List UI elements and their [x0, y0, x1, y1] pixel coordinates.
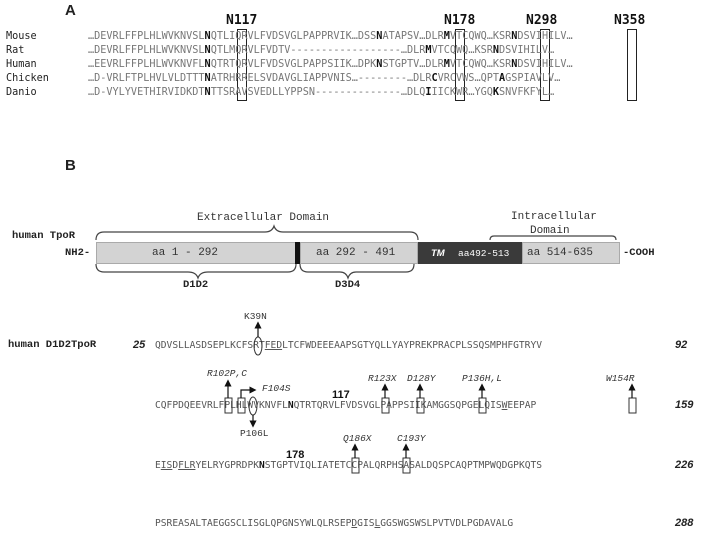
intracellular-segment — [522, 242, 620, 264]
segment-1-label: aa 1 - 292 — [152, 247, 219, 259]
panel-a-label: A — [65, 2, 76, 19]
mutation-d128y: D128Y — [407, 373, 436, 384]
n178-column-box — [455, 29, 465, 101]
sequence-line-2: CQFPDQEEVRLFPLHLWVKNVFLNQTRTQRVLFVDSVGLP… — [155, 400, 537, 411]
domain-divider — [295, 242, 300, 264]
sequence-line-1: QDVSLLASDSEPLKCFSRTFEDLTCFWDEEEAAPSGTYQL… — [155, 340, 543, 351]
n178-label: N178 — [444, 13, 476, 28]
n117-column-box — [237, 29, 247, 101]
line-3-end-number: 226 — [675, 459, 694, 471]
d3d4-segment — [300, 242, 418, 264]
species-label: Human — [6, 59, 37, 70]
mutation-p136hl: P136H,L — [462, 373, 502, 384]
n117-label: N117 — [226, 13, 258, 28]
alignment-row: …EEVRLFFPLHLWVKNVFLNQTRTQRVLFVDSVGLPAPPS… — [88, 59, 573, 70]
alignment-row: …DEVRLFFPLHLWVKNVSLNQTLMQRVLFVDTV-------… — [88, 45, 555, 56]
sequence-title: human D1D2TpoR — [8, 339, 97, 351]
mutation-k39n: K39N — [244, 311, 267, 322]
intracellular-domain-label-2: Domain — [530, 225, 570, 237]
n-terminus-label: NH2- — [65, 247, 91, 259]
extracellular-domain-label: Extracellular Domain — [197, 212, 330, 224]
sequence-line-3: EISDFLRYELRYGPRDPKNSTGPTVIQLIATETCCPALQR… — [155, 460, 543, 471]
d3d4-label: D3D4 — [335, 279, 361, 291]
n298-label: N298 — [526, 13, 558, 28]
alignment-row: …D-VRLFTPLHVLVLDTTTNATRHRRELSVDAVGLIAPPV… — [88, 73, 561, 84]
protein-label: human TpoR — [12, 230, 76, 242]
species-label: Rat — [6, 45, 25, 56]
tm-range-label: aa492-513 — [458, 248, 510, 259]
n358-column-box — [627, 29, 637, 101]
segment-4-label: aa 514-635 — [527, 247, 594, 259]
mutation-r102pc: R102P,C — [207, 368, 247, 379]
alignment-row: …DEVRLFFPLHLWVKNVSLNQTLIQRVLFVDSVGLPAPPR… — [88, 31, 573, 42]
intracellular-domain-label-1: Intracellular — [511, 211, 597, 223]
mutation-q186x: Q186X — [343, 433, 372, 444]
line-4-end-number: 288 — [675, 517, 694, 529]
transmembrane-segment — [418, 242, 522, 264]
segment-2-label: aa 292 - 491 — [316, 247, 396, 259]
species-label: Chicken — [6, 73, 49, 84]
mutation-c193y: C193Y — [397, 433, 426, 444]
species-label: Danio — [6, 87, 37, 98]
panel-b-label: B — [65, 157, 76, 174]
c-terminus-label: -COOH — [623, 247, 655, 259]
start-residue: 25 — [133, 339, 146, 351]
n178-site-number: 178 — [286, 449, 305, 461]
mutation-f104s: F104S — [262, 383, 291, 394]
d1d2-label: D1D2 — [183, 279, 209, 291]
mutation-p106l: P106L — [240, 428, 269, 439]
mutation-w154r: W154R — [606, 373, 635, 384]
n117-site-number: 117 — [332, 389, 350, 401]
tm-label: TM — [431, 248, 445, 259]
species-label: Mouse — [6, 31, 37, 42]
k39-residue: K — [230, 340, 236, 351]
line-2-end-number: 159 — [675, 399, 694, 411]
mutation-r123x: R123X — [368, 373, 397, 384]
line-1-end-number: 92 — [675, 339, 688, 351]
n298-column-box — [540, 29, 550, 101]
sequence-line-4: PSREASALTAEGGSCLISGLQPGNSYWLQLRSEPDGISLG… — [155, 518, 514, 529]
alignment-row: …D-VYLYVETHIRVIDKDTNTTSRAVSVEDLLYPPSN---… — [88, 87, 555, 98]
n358-label: N358 — [614, 13, 646, 28]
